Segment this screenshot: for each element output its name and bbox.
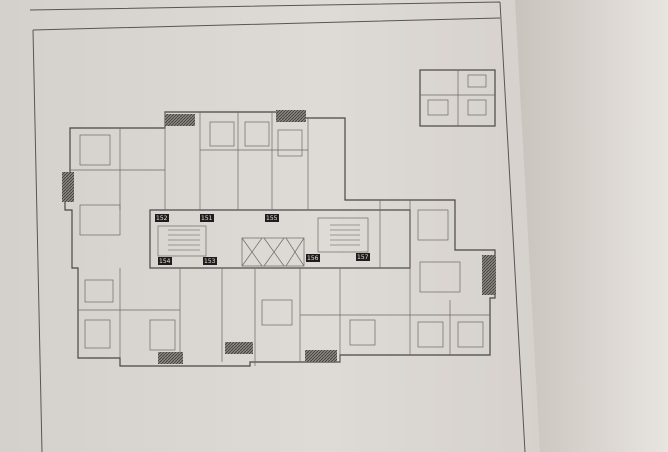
unit-key-plan (419, 69, 496, 127)
page-left (0, 0, 540, 452)
svg-text:151: 151 (201, 215, 213, 222)
svg-text:154: 154 (159, 258, 171, 265)
building-plan (62, 110, 496, 367)
svg-text:155: 155 (266, 215, 278, 222)
unit-tag: 154 (158, 257, 172, 265)
unit-tag: 157 (356, 253, 370, 261)
unit-tag: 151 (200, 214, 214, 222)
unit-tag: 156 (306, 254, 320, 262)
page-frame (29, 1, 526, 452)
unit-tag: 152 (155, 214, 169, 222)
svg-text:156: 156 (307, 255, 319, 262)
svg-text:157: 157 (357, 254, 369, 261)
svg-text:153: 153 (204, 258, 216, 265)
unit-tag: 155 (265, 214, 279, 222)
svg-text:152: 152 (156, 215, 168, 222)
page-right (515, 0, 668, 452)
unit-tag: 153 (203, 257, 217, 265)
